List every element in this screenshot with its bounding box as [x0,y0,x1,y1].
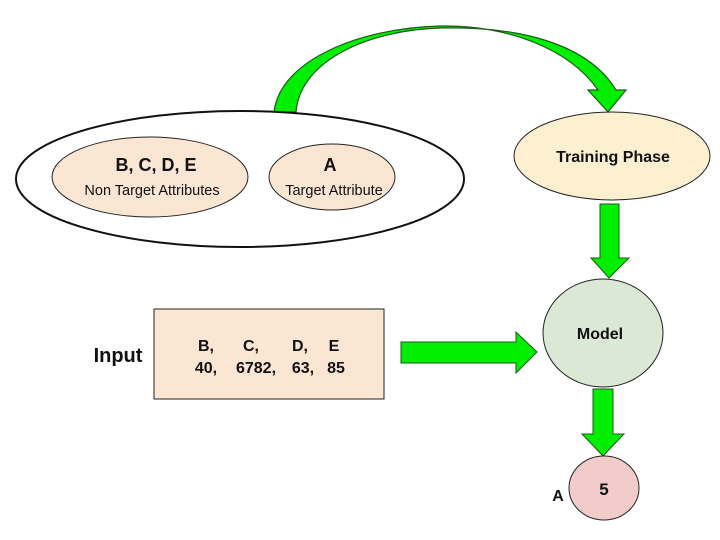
target-subtitle: Target Attribute [285,183,383,199]
output-value: 5 [599,480,608,499]
arrow-training-to-model [589,203,631,279]
training-phase-label: Training Phase [556,149,670,166]
non-target-title: B, C, D, E [115,155,196,175]
input-box [153,308,385,400]
arrow-model-to-output [580,388,626,457]
input-value-c: 6782, [236,360,276,377]
model-node [542,278,664,388]
curved-arrow-to-training [273,25,628,113]
input-value-d: 63, [292,360,314,377]
output-node [568,455,640,521]
non-target-subtitle: Non Target Attributes [84,183,219,199]
target-attribute-node [268,143,396,211]
input-header-e: E [329,338,340,355]
input-value-b: 40, [195,360,217,377]
input-header-c: C, [243,338,259,355]
input-value-e: 85 [327,360,345,377]
non-target-attributes-node [51,136,249,218]
arrow-input-to-model [400,330,538,375]
input-header-b: B, [198,338,214,355]
model-label: Model [577,326,623,343]
target-title: A [324,155,337,175]
input-label: Input [94,345,143,367]
training-phase-node [513,111,711,201]
input-header-d: D, [292,338,308,355]
output-label: A [552,488,564,505]
